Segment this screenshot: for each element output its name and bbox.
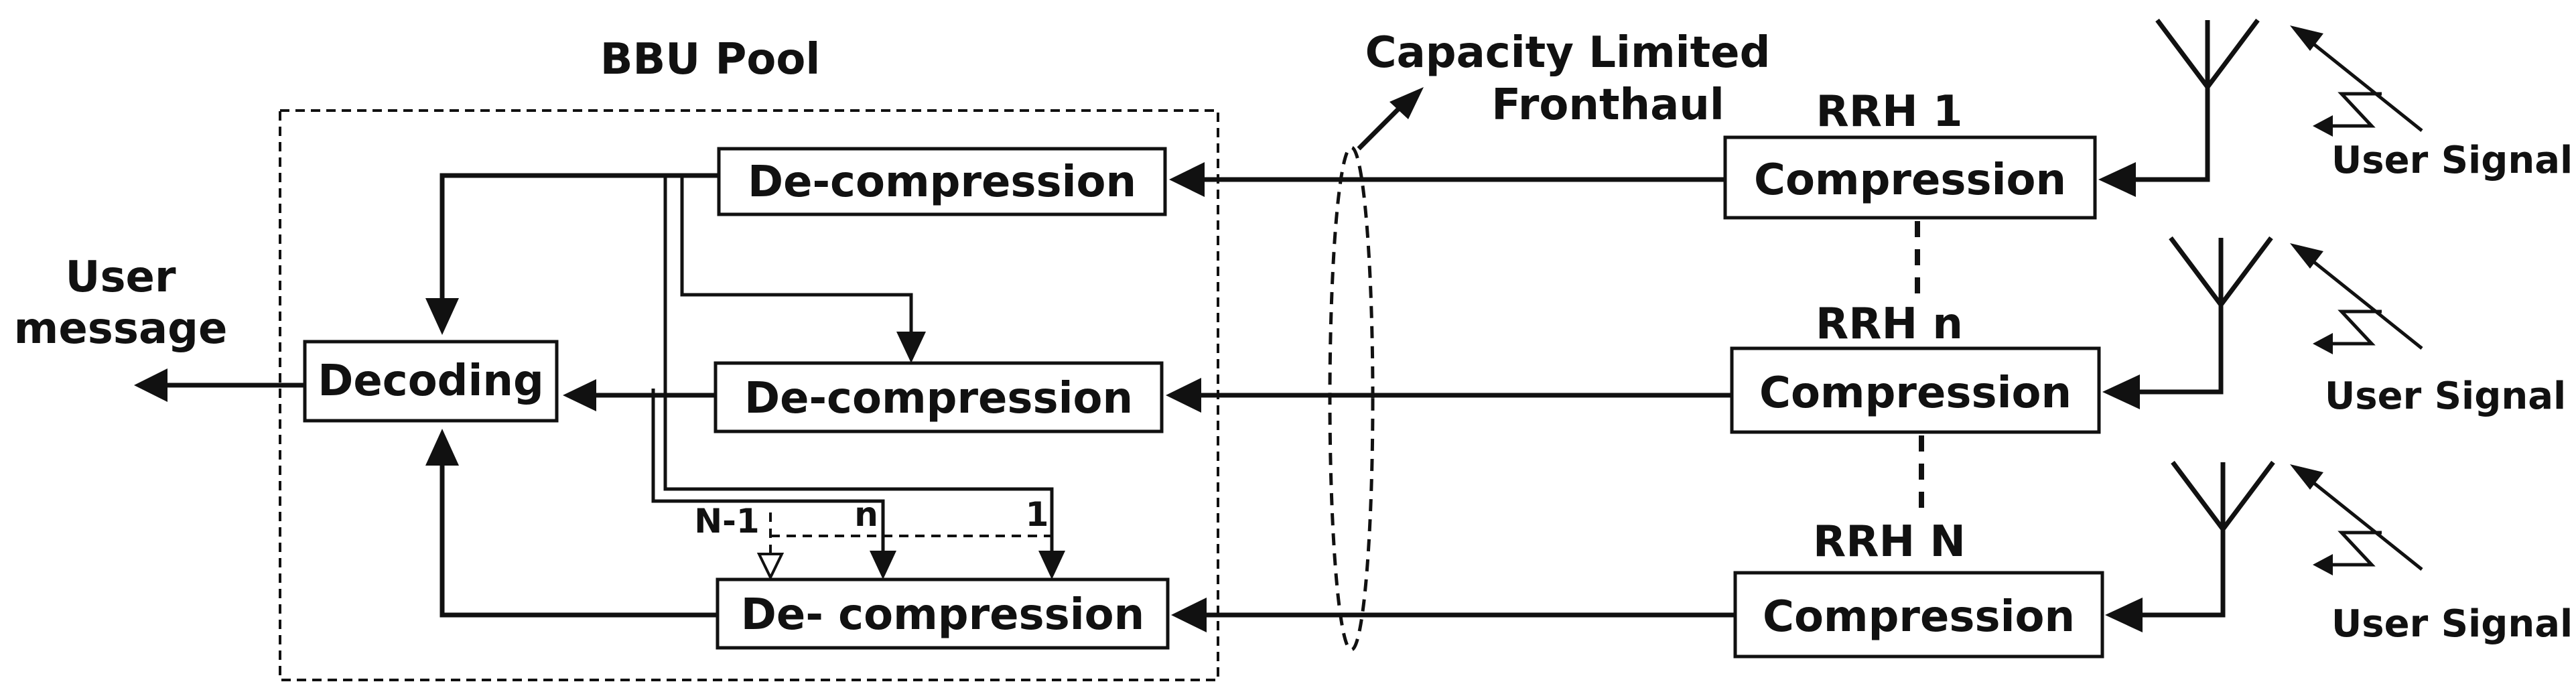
decoding-box [303,340,559,423]
n-minus-1-open-arrowhead [756,553,785,581]
user-signal-label-N: User Signal [2331,602,2573,646]
user-message-line2: message [14,304,228,354]
d1-to-decoding-line [439,173,719,305]
dN-to-decoding-line [439,459,718,618]
fronthaul-ellipse [1328,145,1375,652]
d1-to-dn-arrowhead [896,332,926,363]
decompression-label-n: De-compression [744,374,1133,423]
user-message-line1: User [65,253,176,302]
input-label-1: 1 [1026,495,1049,534]
fronthaul-label-line2: Fronthaul [1491,80,1724,130]
user-signal-icon-1 [2290,25,2423,137]
fronthaul-arrowhead-n [1166,378,1201,413]
decompression-box-n [714,361,1164,433]
user-signal-icon-n [2290,243,2423,354]
dN-to-decoding-arrowhead [425,429,459,466]
antenna-feed-n [2137,238,2224,395]
user-signal-label-n: User Signal [2325,374,2566,418]
fronthaul-arrowhead-N [1171,598,1207,632]
bbu-pool-title: BBU Pool [600,35,821,84]
antenna-feed-arrowhead-1 [2098,162,2136,197]
fronthaul-callout-line [1357,105,1402,151]
dn-to-dN-link [651,389,885,556]
compression-box-N [1733,571,2104,659]
antenna-feed-N [2141,462,2226,618]
antenna-feed-1 [2134,33,2210,182]
user-signal-icon-N [2290,464,2423,575]
output-arrowhead [134,368,167,402]
d1-to-decoding-arrowhead [425,298,459,335]
antenna-feed-arrowhead-n [2102,374,2140,409]
antenna-feed-arrowhead-N [2105,598,2143,632]
dn-to-decoding-arrowhead [563,379,596,411]
decompression-label-N: De- compression [741,590,1144,640]
input-label-n: n [854,495,878,534]
antenna-icon-n [2169,236,2273,309]
fronthaul-callout-arrowhead [1389,87,1424,119]
compression-box-n [1730,346,2101,434]
input-label-n-minus-1: N-1 [694,502,759,541]
decompression-label-1: De-compression [748,157,1136,207]
decoding-label: Decoding [318,356,544,406]
fronthaul-arrowhead-1 [1169,162,1205,197]
d1-to-dN-link [663,176,1054,556]
user-signal-label-1: User Signal [2331,139,2573,182]
d1-to-dn-line [680,176,913,335]
antenna-icon-1 [2155,18,2260,91]
dn-to-dN-arrowhead [870,551,896,579]
compression-box-1 [1723,135,2097,220]
rrh-label-N: RRH N [1813,517,1966,567]
rrh-label-1: RRH 1 [1816,87,1963,137]
rrh-label-n: RRH n [1816,299,1963,349]
decompression-box-1 [717,147,1167,216]
fronthaul-label-line1: Capacity Limited [1365,28,1771,78]
compression-label-1: Compression [1754,155,2066,205]
compression-label-n: Compression [1759,368,2072,418]
d1-to-dN-arrowhead [1038,551,1065,579]
antenna-icon-N [2171,460,2275,533]
compression-label-N: Compression [1763,592,2075,642]
